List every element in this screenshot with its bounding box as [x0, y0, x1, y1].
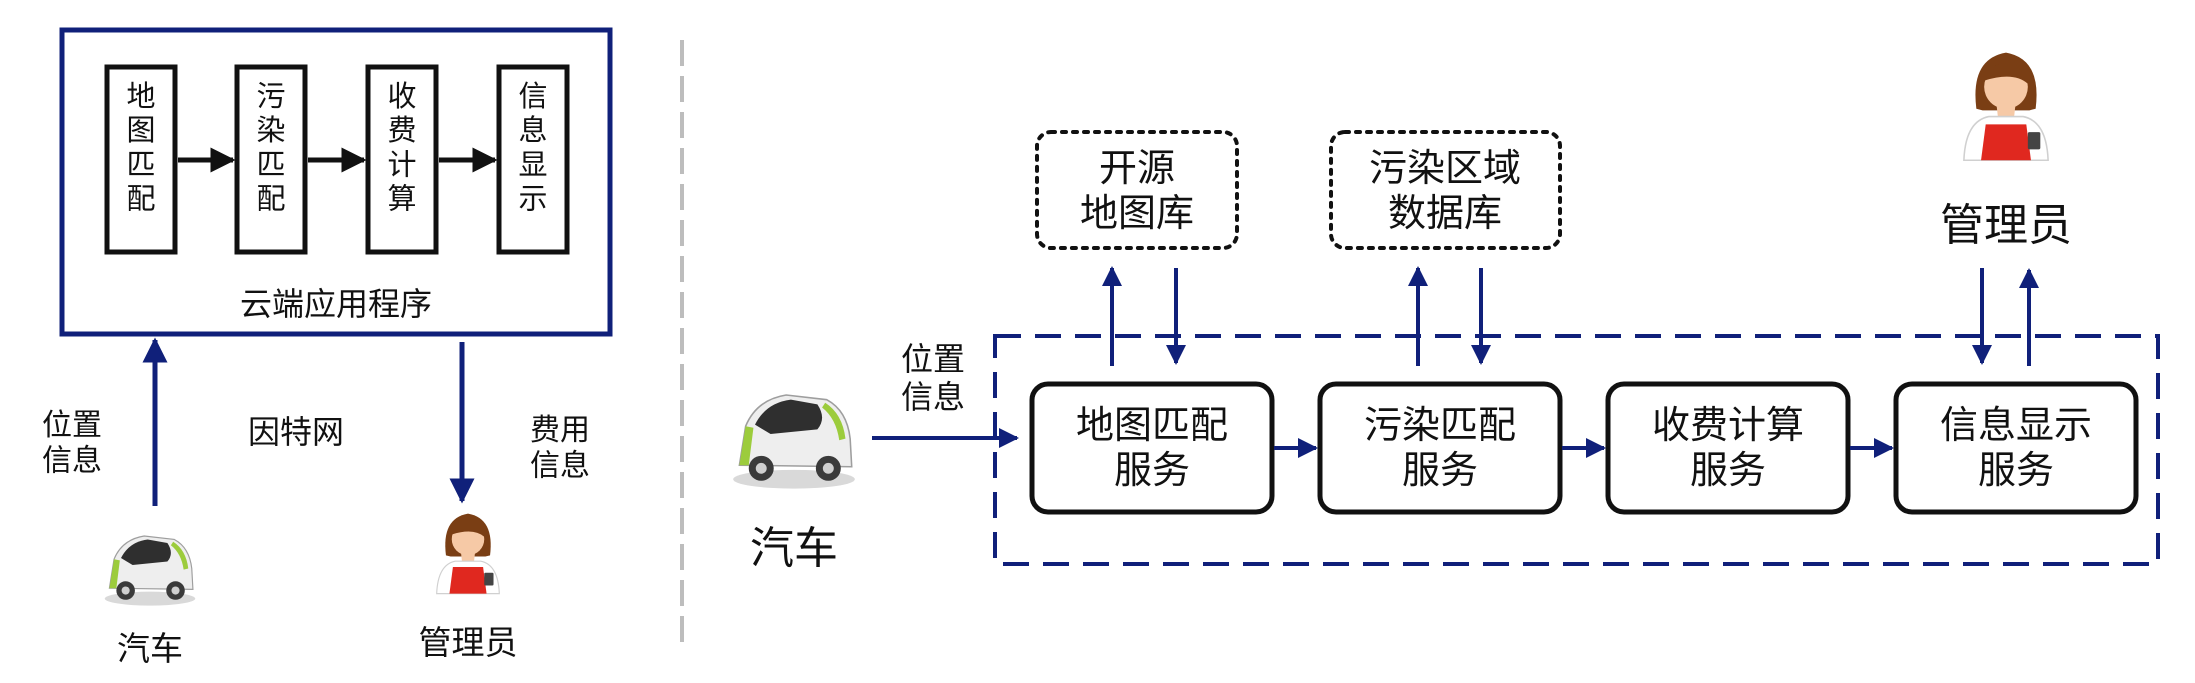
- service-fee-calculation: 收费计算服务: [1605, 381, 1851, 515]
- service-pollution-matching-label: 污染匹配服务: [1364, 403, 1516, 492]
- right-car-icon: [733, 394, 855, 489]
- fee-info-label: 费用信息: [530, 413, 590, 483]
- db-open-map: 开源地图库: [1035, 130, 1239, 250]
- db-pollution-zone-label: 污染区域数据库: [1369, 146, 1521, 235]
- service-info-display-label: 信息显示服务: [1940, 403, 2092, 492]
- left-car-icon: [104, 535, 196, 606]
- cloud-app-box: [59, 27, 613, 337]
- left-position-info-label: 位置信息: [42, 408, 102, 478]
- right-panel: 开源地图库 污染区域数据库 地图匹配服务 污染匹配服务 收费计算服务 信息显示服…: [733, 52, 2160, 574]
- right-position-info-label: 位置信息: [901, 340, 965, 416]
- left-stage: 收费计算: [365, 64, 439, 255]
- service-map-matching: 地图匹配服务: [1029, 381, 1275, 515]
- left-stage: 信息显示: [496, 64, 570, 255]
- right-car-label: 汽车: [750, 523, 838, 574]
- db-pollution-zone: 污染区域数据库: [1329, 130, 1562, 250]
- left-car-label: 汽车: [117, 629, 183, 668]
- left-stage: 污染匹配: [234, 64, 308, 255]
- service-map-matching-label: 地图匹配服务: [1076, 403, 1228, 492]
- left-panel: 地图匹配 污染匹配 收费计算 信息显示 云端应用程序 位置信息 因特网 费用信息: [42, 27, 613, 668]
- left-admin-icon: [436, 513, 500, 595]
- right-admin-label: 管理员: [1940, 200, 2072, 251]
- right-admin-icon: [1963, 52, 2049, 162]
- service-fee-calculation-label: 收费计算服务: [1652, 403, 1804, 492]
- left-stage-label: 信息显示: [518, 79, 547, 216]
- left-stage: 地图匹配: [104, 64, 178, 255]
- left-stage-label: 收费计算: [387, 79, 416, 216]
- left-admin-label: 管理员: [419, 623, 518, 662]
- db-open-map-label: 开源地图库: [1080, 146, 1194, 235]
- left-stage-label: 地图匹配: [126, 79, 155, 216]
- cloud-app-label: 云端应用程序: [240, 285, 432, 323]
- internet-label: 因特网: [248, 413, 344, 451]
- service-info-display: 信息显示服务: [1893, 381, 2139, 515]
- left-stage-label: 污染匹配: [256, 79, 285, 216]
- service-pollution-matching: 污染匹配服务: [1317, 381, 1563, 515]
- services-dashed-box: [993, 334, 2160, 566]
